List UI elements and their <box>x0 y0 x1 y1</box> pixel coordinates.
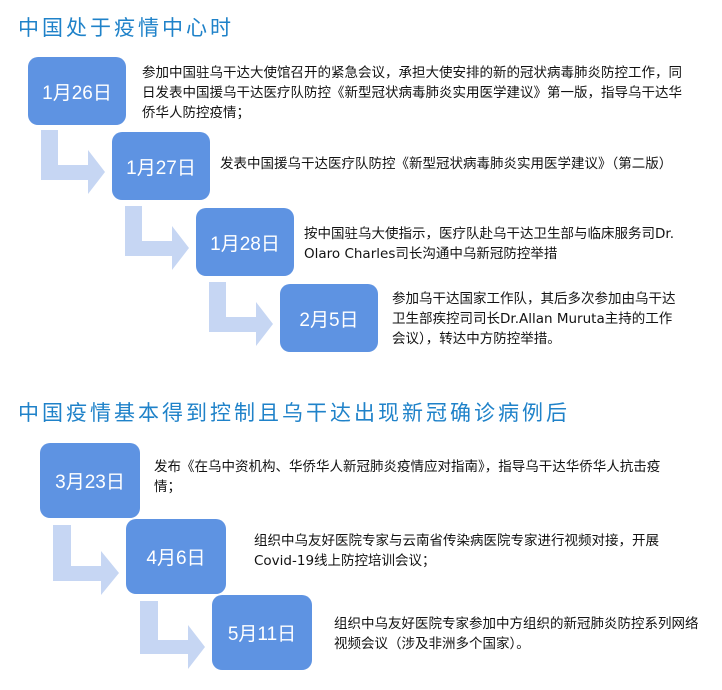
event-text-feb5: 参加乌干达国家工作队，其后多次参加由乌干达卫生部疾控司司长Dr.Allan Mu… <box>392 291 676 347</box>
arrow-5 <box>140 601 205 669</box>
date-box-apr6: 4月6日 <box>126 519 226 594</box>
event-text-jan27: 发表中国援乌干达医疗队防控《新型冠状病毒肺炎实用医学建议》（第二版） <box>220 156 673 172</box>
section-title-1: 中国处于疫情中心时 <box>18 16 234 40</box>
event-text-apr6: 组织中乌友好医院专家与云南省传染病医院专家进行视频对接，开展Covid-19线上… <box>254 533 659 569</box>
date-box-mar23: 3月23日 <box>40 443 140 518</box>
date-box-may11: 5月11日 <box>212 595 312 670</box>
event-text-mar23: 发布《在乌中资机构、华侨华人新冠肺炎疫情应对指南》，指导乌干达华侨华人抗击疫情； <box>154 459 661 495</box>
arrow-2 <box>125 206 189 270</box>
arrow-4 <box>53 525 119 595</box>
event-text-may11: 组织中乌友好医院专家参加中方组织的新冠肺炎防控系列网络视频会议（涉及非洲多个国家… <box>334 616 699 652</box>
date-box-feb5: 2月5日 <box>280 284 378 352</box>
date-box-jan27: 1月27日 <box>112 132 210 200</box>
arrow-3 <box>209 282 273 346</box>
date-box-jan26: 1月26日 <box>28 57 126 125</box>
date-box-jan28: 1月28日 <box>196 208 294 276</box>
event-text-jan28: 按中国驻乌大使指示，医疗队赴乌干达卫生部与临床服务司Dr. Olaro Char… <box>304 226 674 262</box>
section-title-2: 中国疫情基本得到控制且乌干达出现新冠确诊病例后 <box>18 401 570 425</box>
event-text-jan26: 参加中国驻乌干达大使馆召开的紧急会议，承担大使安排的新的冠状病毒肺炎防控工作，同… <box>142 65 682 121</box>
arrow-1 <box>41 130 105 194</box>
